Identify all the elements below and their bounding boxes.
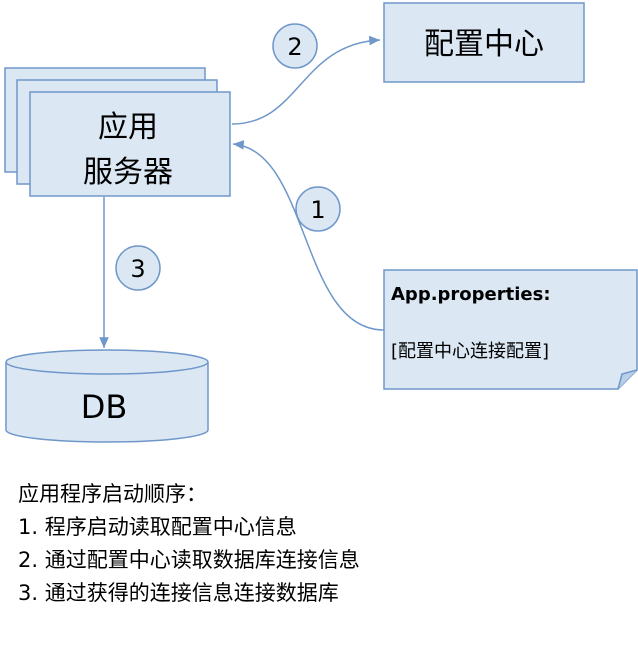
startup-step-2: 2. 通过配置中心读取数据库连接信息 xyxy=(18,548,360,572)
step-badge-3-circle xyxy=(115,245,161,291)
step-badge-2-circle xyxy=(272,23,318,69)
step-badge-3-label: 3 xyxy=(130,255,145,283)
arrow-server-to-config xyxy=(231,35,381,125)
architecture-diagram: 应用 服务器 配置中心 DB App.properties: [配置中心连接配置… xyxy=(4,2,638,443)
properties-note-fold xyxy=(617,369,638,390)
app-server-box xyxy=(29,91,231,197)
database-cylinder xyxy=(5,349,209,443)
app-server-label-line1: 应用 xyxy=(98,110,158,145)
config-center-label: 配置中心 xyxy=(424,27,544,62)
startup-step-1: 1. 程序启动读取配置中心信息 xyxy=(18,515,297,539)
properties-note-body: [配置中心连接配置] xyxy=(391,341,549,362)
step-badge-1-circle xyxy=(295,186,341,232)
step-badge-1-label: 1 xyxy=(310,196,325,224)
step-badge-2-label: 2 xyxy=(287,33,302,61)
startup-step-3: 3. 通过获得的连接信息连接数据库 xyxy=(18,581,339,605)
startup-sequence-heading: 应用程序启动顺序： xyxy=(18,482,207,506)
config-center-box xyxy=(383,2,585,83)
arrow-properties-to-server xyxy=(232,140,385,331)
database-label: DB xyxy=(81,388,128,426)
startup-sequence-notes: 应用程序启动顺序： 1. 程序启动读取配置中心信息 2. 通过配置中心读取数据库… xyxy=(18,478,360,610)
properties-note-title: App.properties: xyxy=(391,284,551,305)
app-server-label-line2: 服务器 xyxy=(83,155,173,190)
